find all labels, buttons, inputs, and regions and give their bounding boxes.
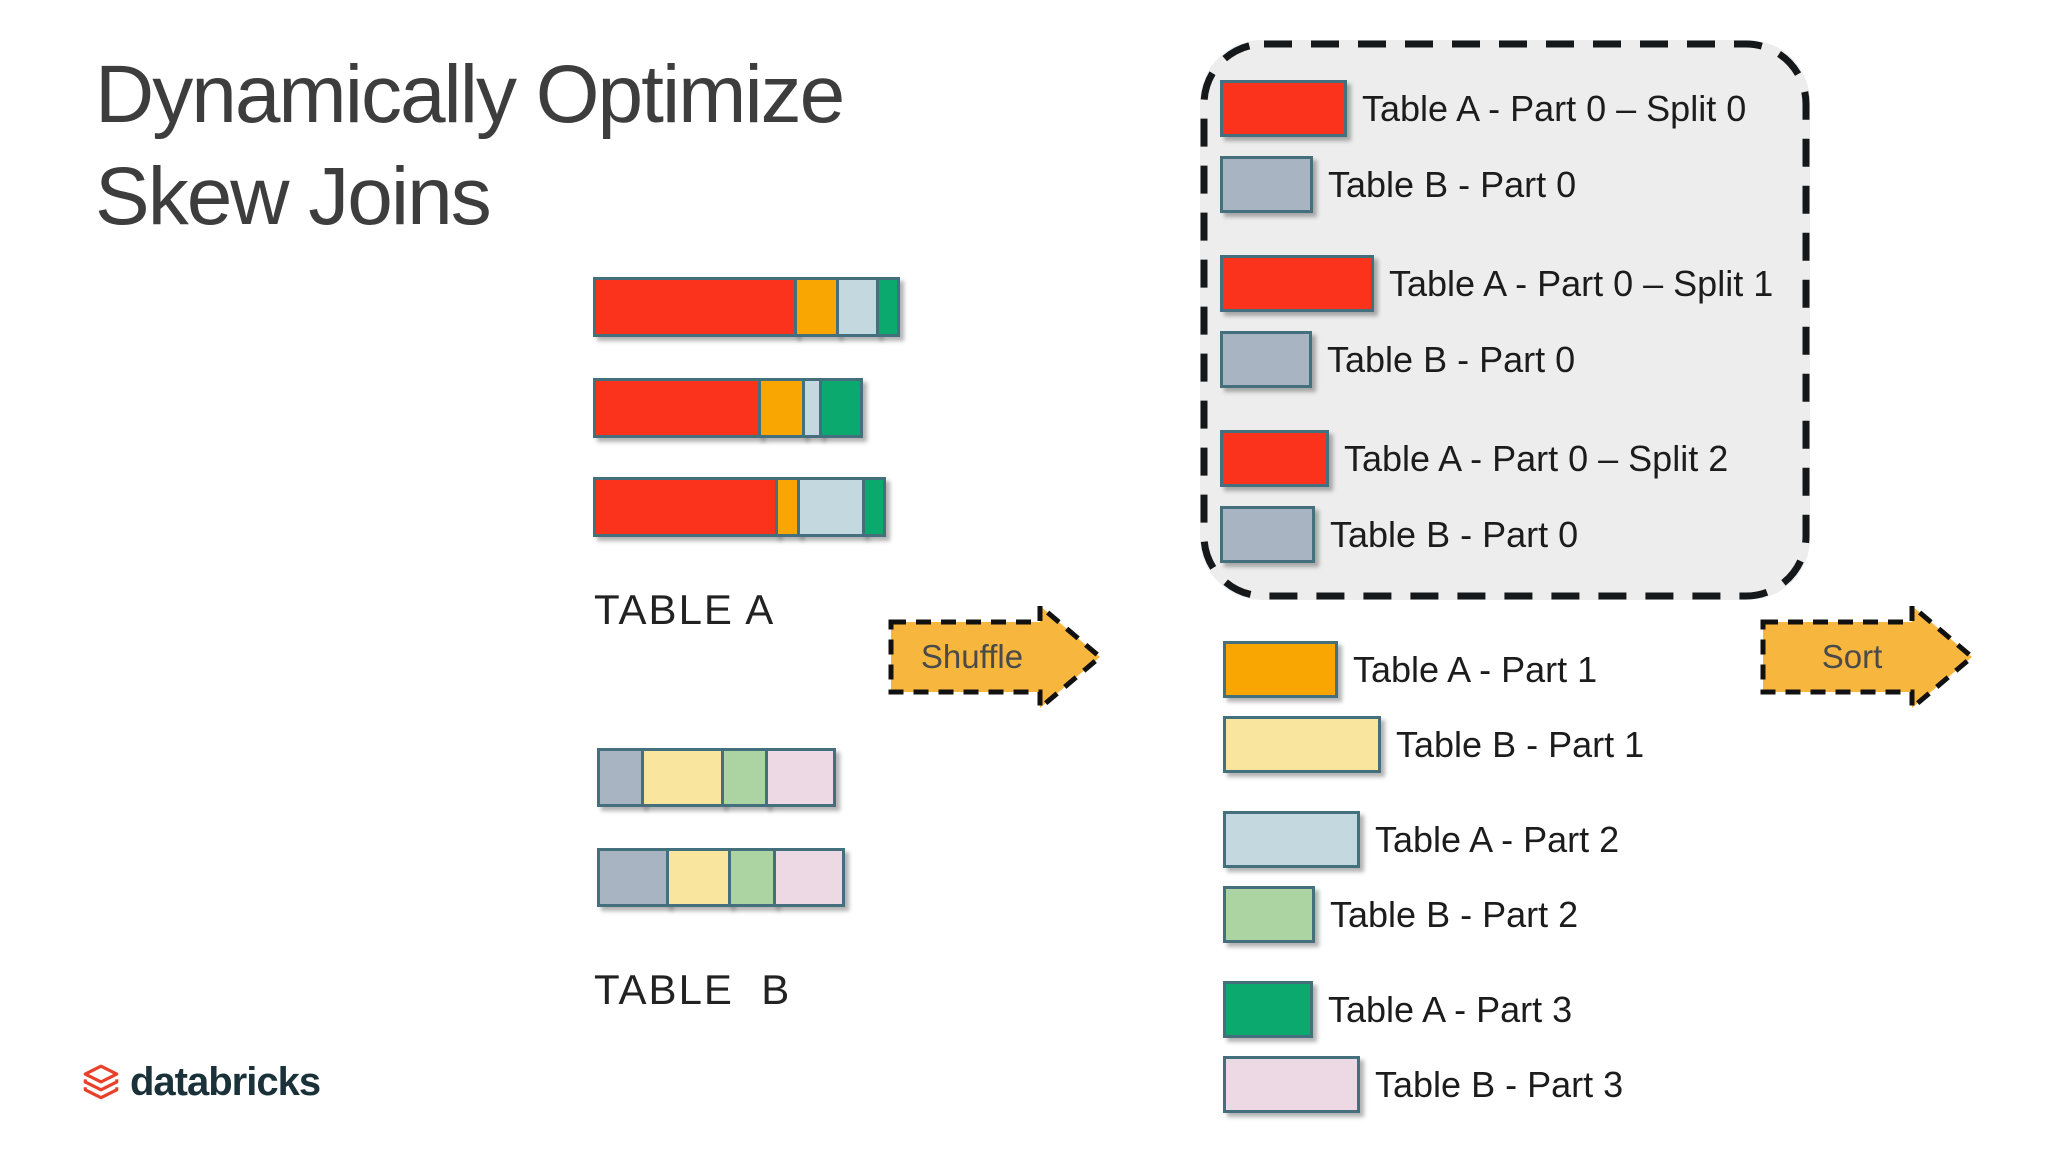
skew-split-row: Table A - Part 0 – Split 1 [1220,255,1773,312]
table-b-segment-gray_blue [597,848,669,907]
skew-split-group-1: Table A - Part 0 – Split 1 Table B - Part… [1220,255,1773,388]
skew-split-group-0: Table A - Part 0 – Split 0 Table B - Part… [1220,80,1773,213]
part-swatch-orange [1223,641,1338,698]
skew-split-label: Table A - Part 0 – Split 2 [1344,437,1729,479]
table-b-segment-pink [765,748,836,807]
skew-split-label: Table B - Part 0 [1327,338,1576,380]
skew-split-row: Table B - Part 0 [1220,331,1773,388]
databricks-wordmark: databricks [130,1060,321,1104]
table-a-segment-green [819,378,863,438]
skew-split-row: Table B - Part 0 [1220,156,1773,213]
table-a-segment-light_blue [797,477,865,537]
part-swatch-light_green [1223,886,1315,943]
part-group-1: Table A - Part 2 Table B - Part 2 [1223,811,1644,943]
table-a-segment-orange [794,277,839,337]
part-label: Table A - Part 3 [1328,988,1573,1030]
table-b-bar-1 [597,848,845,907]
part-swatch-light_yellow [1223,716,1381,773]
part-row: Table B - Part 3 [1223,1056,1644,1113]
table-b-segment-light_yellow [641,748,724,807]
table-b-segment-light_green [721,748,768,807]
part-group-0: Table A - Part 1 Table B - Part 1 [1223,641,1644,773]
part-swatch-green [1223,981,1313,1038]
skew-split-label: Table A - Part 0 – Split 1 [1389,262,1774,304]
table-b-segment-gray_blue [597,748,644,807]
part-row: Table A - Part 2 [1223,811,1644,868]
table-a-bar-0 [593,277,900,337]
sort-arrow-icon: Sort [1760,600,1976,714]
table-b-segment-light_yellow [666,848,731,907]
page-title-line1: Dynamically Optimize [95,49,845,140]
databricks-layers-icon [83,1064,119,1099]
skew-split-box: Table A - Part 0 – Split 0 Table B - Part… [1200,40,1810,600]
part-group-2: Table A - Part 3 Table B - Part 3 [1223,981,1644,1113]
part-label: Table B - Part 1 [1396,723,1645,765]
skew-split-label: Table B - Part 0 [1330,513,1579,555]
part-swatch-pink [1223,1056,1360,1113]
skew-split-swatch-red [1220,80,1347,137]
table-a-label: TABLE A [594,586,776,633]
databricks-logo: databricks [80,1060,321,1105]
skew-split-label: Table B - Part 0 [1328,163,1577,205]
table-a-segment-green [862,477,886,537]
table-b-segment-light_green [728,848,776,907]
table-a-segment-green [876,277,900,337]
skew-split-swatch-red [1220,430,1329,487]
table-a-segment-red [593,378,761,438]
table-b-segment-pink [773,848,845,907]
table-a-bar-2 [593,477,886,537]
skew-split-swatch-gray_blue [1220,331,1312,388]
part-row: Table B - Part 1 [1223,716,1644,773]
table-a-segment-orange [758,378,805,438]
table-b-bar-0 [597,748,836,807]
part-swatch-light_blue [1223,811,1360,868]
skew-split-swatch-gray_blue [1220,506,1315,563]
sort-arrow-label: Sort [1822,638,1883,675]
table-a-segment-red [593,477,778,537]
skew-split-swatch-gray_blue [1220,156,1313,213]
part-row: Table A - Part 1 [1223,641,1644,698]
table-a-segment-light_blue [836,277,879,337]
page-title: Dynamically Optimize Skew Joins [95,44,845,247]
part-label: Table B - Part 3 [1375,1063,1624,1105]
part-label: Table A - Part 2 [1375,818,1620,860]
shuffle-arrow-icon: Shuffle [888,600,1104,714]
skew-split-label: Table A - Part 0 – Split 0 [1362,87,1747,129]
part-label: Table A - Part 1 [1353,648,1598,690]
table-a-segment-red [593,277,797,337]
part-row: Table A - Part 3 [1223,981,1644,1038]
dashed-border-icon [1200,40,1810,600]
skew-split-group-2: Table A - Part 0 – Split 2 Table B - Part… [1220,430,1773,563]
skew-split-swatch-red [1220,255,1374,312]
table-a-bar-1 [593,378,863,438]
skew-split-rows: Table A - Part 0 – Split 0 Table B - Part… [1220,80,1773,605]
shuffle-arrow-label: Shuffle [921,638,1023,675]
skew-split-row: Table A - Part 0 – Split 0 [1220,80,1773,137]
skew-split-row: Table B - Part 0 [1220,506,1773,563]
part-row: Table B - Part 2 [1223,886,1644,943]
skew-split-row: Table A - Part 0 – Split 2 [1220,430,1773,487]
table-b-label: TABLE B [594,966,792,1013]
part-label: Table B - Part 2 [1330,893,1579,935]
page-title-line2: Skew Joins [95,150,492,242]
